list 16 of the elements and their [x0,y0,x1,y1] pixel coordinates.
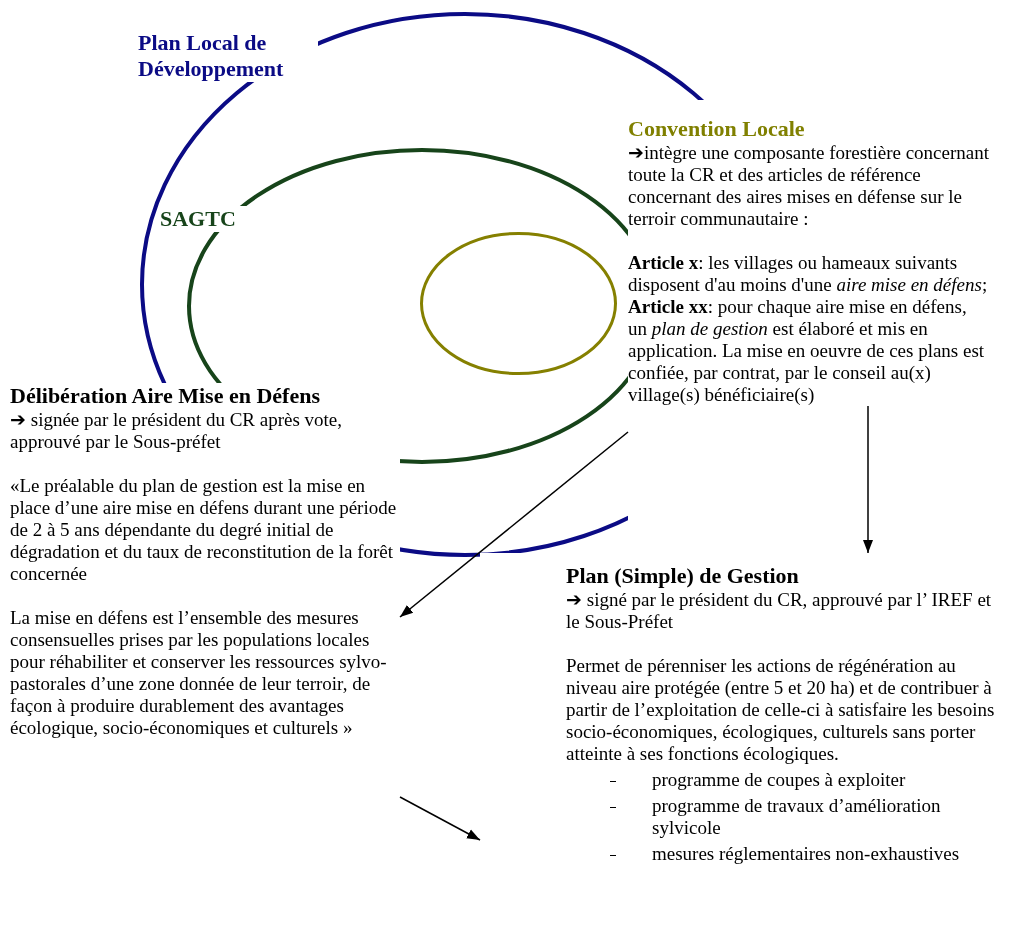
list-item: mesures réglementaires non-exhaustives [652,843,960,864]
paragraph: «Le préalable du plan de gestion est la mise en place d’une aire mise en défens durant une période de 2 à 5 ans dépendante du degré initial de dégradation et du taux de reconstitution de la forêt concernée [10,475,398,585]
heading: Plan (Simple) de Gestion [566,563,800,589]
paragraph: ➔intègre une composante forestière concernant toute la CR et des articles de référence concernant des aires mises en défense sur le terroir communautaire : [628,142,990,230]
paragraph: Article x: les villages ou hameaux suivants disposent d'au moins d'une aire mise en défens; [628,252,989,296]
paragraph: ➔ signée par le président du CR après vote, approuvé par le Sous-préfet [10,409,344,453]
paragraph: La mise en défens est l’ensemble des mesures consensuelles prises par les populations locales pour réhabiliter et conserver les ressources sylvo-pastorales d’une zone donnée de leur terroir, de façon à produire durablement des avantages écologique, socio-économiques et culturels » [10,607,388,739]
heading: Convention Locale [628,116,806,142]
list-item: programme de coupes à exploiter [652,769,906,790]
paragraph: Article xx: pour chaque aire mise en défens, un plan de gestion est élaboré et mis en application. La mise en oeuvre de ces plans est confiée, par contrat, par le conseil au(x) village(s) bénéficiaire(s) [628,296,986,406]
arrow [399,431,629,618]
heading: Délibération Aire Mise en Défens [10,383,321,409]
paragraph: Permet de pérenniser les actions de régénération au niveau aire protégée (entre 5 et 20 ha) et de contribuer à partir de l’exploitation de celle-ci à satisfaire les besoins socio-économiques, écologiques, culturels sans porter atteinte à ses fonctions écologiques. [566,655,996,765]
arrow [399,796,481,841]
paragraph: ➔ signé par le président du CR, approuvé par l’ IREF et le Sous-Préfet [566,589,993,633]
arrow [863,405,873,554]
